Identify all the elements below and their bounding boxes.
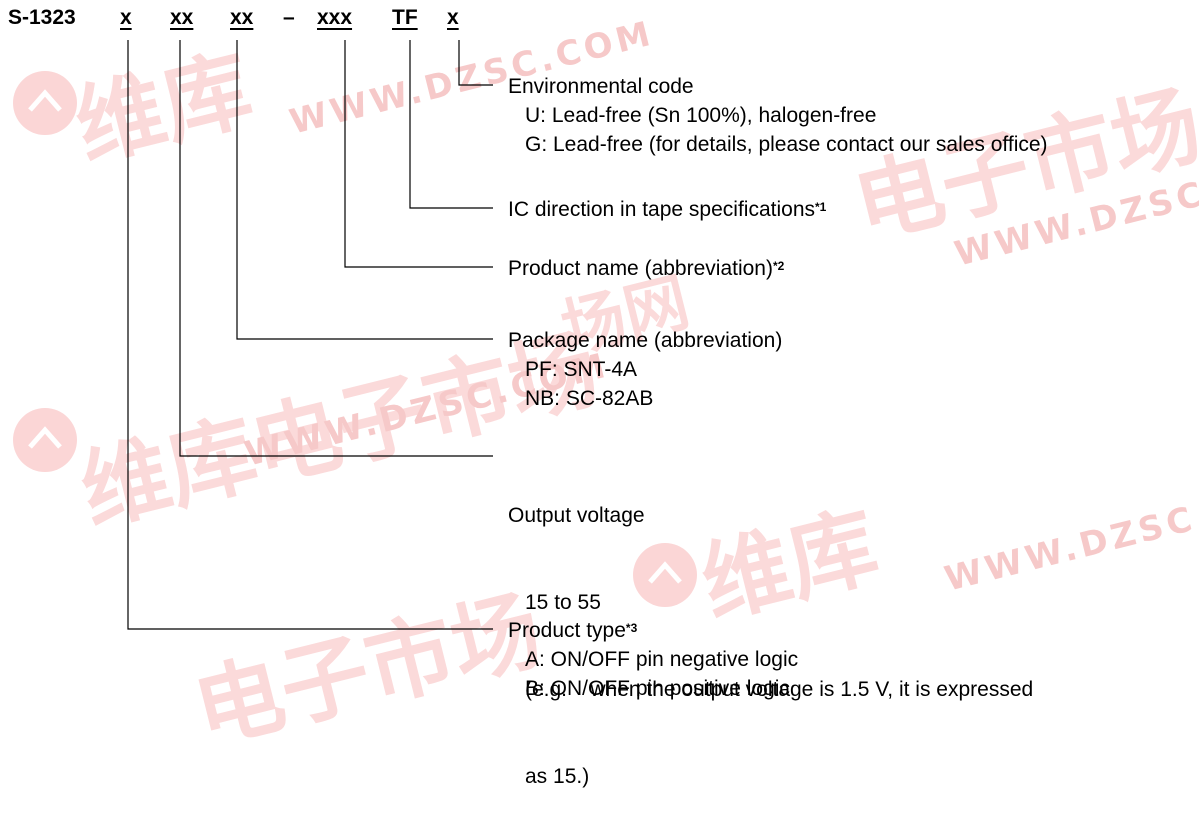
output-voltage-item: (e.g. when the output voltage is 1.5 V, …	[525, 678, 1034, 701]
code-part-output-voltage: xx	[170, 6, 194, 29]
connector-product-name	[344, 40, 493, 268]
product-type-title: Product type	[508, 619, 626, 642]
environmental-title: Environmental code	[508, 75, 694, 98]
connector-ic-direction	[409, 40, 493, 209]
desc-product-name: Product name (abbreviation)*2	[508, 254, 784, 283]
code-prefix: S-1323	[8, 6, 76, 29]
environmental-item: G: Lead-free (for details, please contac…	[525, 133, 1048, 156]
product-type-item: B: ON/OFF pin positive logic	[525, 677, 790, 700]
code-separator: –	[283, 6, 295, 29]
output-voltage-title: Output voltage	[508, 504, 645, 527]
code-part-product-name: xxx	[317, 6, 353, 29]
footnote-ref: *2	[772, 259, 785, 273]
footnote-ref: *3	[625, 621, 638, 635]
connector-product-type	[127, 40, 493, 630]
code-part-ic-direction: TF	[392, 6, 418, 29]
package-title: Package name (abbreviation)	[508, 329, 783, 352]
environmental-item: U: Lead-free (Sn 100%), halogen-free	[525, 104, 877, 127]
output-voltage-item: 15 to 55	[525, 591, 601, 614]
connector-output-voltage	[179, 40, 493, 457]
package-item: NB: SC-82AB	[525, 387, 654, 410]
desc-product-type: Product type*3 A: ON/OFF pin negative lo…	[508, 616, 798, 703]
product-type-item: A: ON/OFF pin negative logic	[525, 648, 799, 671]
package-item: PF: SNT-4A	[525, 358, 638, 381]
connector-lines	[127, 40, 493, 630]
desc-package-name: Package name (abbreviation) PF: SNT-4A N…	[508, 326, 782, 413]
desc-environmental-code: Environmental code U: Lead-free (Sn 100%…	[508, 72, 1048, 159]
connector-environmental	[458, 40, 493, 86]
footnote-ref: *1	[815, 200, 827, 214]
ic-direction-title: IC direction in tape specifications	[508, 198, 815, 221]
code-part-environmental: x	[447, 6, 459, 29]
product-name-title: Product name (abbreviation)	[508, 257, 773, 280]
code-part-product-type: x	[120, 6, 132, 29]
code-part-package: xx	[230, 6, 254, 29]
connector-package	[236, 40, 493, 340]
output-voltage-item: as 15.)	[525, 765, 590, 788]
desc-ic-direction: IC direction in tape specifications*1	[508, 195, 826, 224]
